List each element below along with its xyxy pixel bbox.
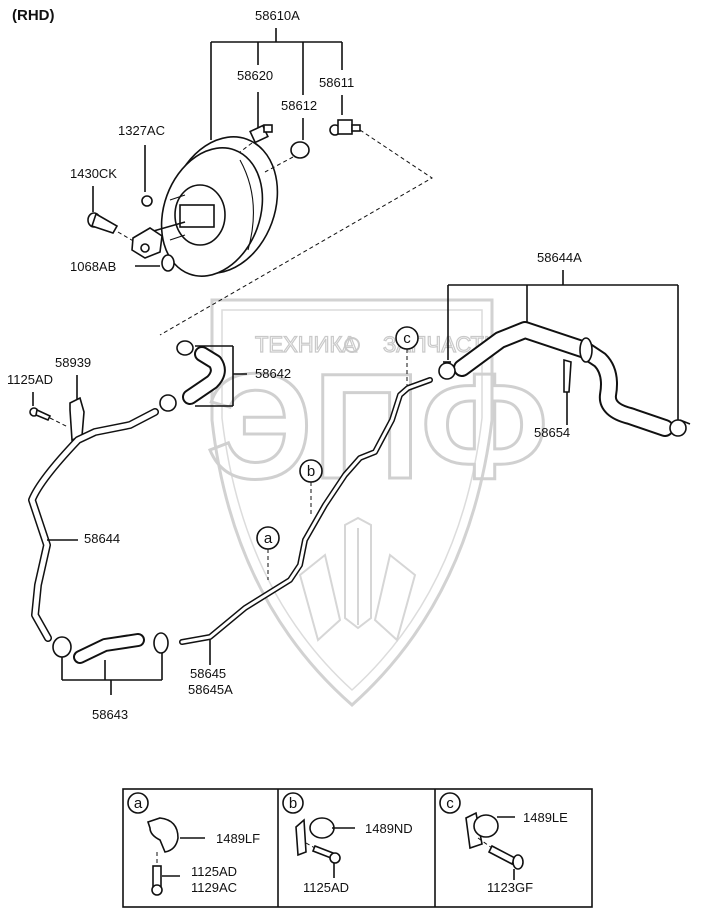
leader-58643 [61,653,163,695]
pipe-58645[interactable] [179,377,433,645]
clamp-58643-left[interactable] [52,636,72,658]
part-58620-valve[interactable] [249,124,273,144]
label-58644A[interactable]: 58644A [537,250,582,265]
svg-text:b: b [307,463,315,480]
svg-text:c: c [403,330,411,347]
label-58654[interactable]: 58654 [534,425,570,440]
clamp-58644A-right[interactable] [669,419,691,437]
clamp-58642-bottom[interactable] [159,394,177,412]
hose-58643[interactable] [73,633,145,664]
detail-panels [122,788,593,908]
watermark-text-left: ТЕХНИКА [255,332,357,357]
label-1068AB[interactable]: 1068AB [70,259,116,274]
callout-a[interactable]: a [256,526,280,580]
svg-text:1489LE: 1489LE [523,810,568,825]
label-58939[interactable]: 58939 [55,355,91,370]
hose-58644[interactable] [28,408,159,642]
watermark-big-text: ЭПФ [206,342,549,510]
label-58620[interactable]: 58620 [237,68,273,83]
leader-58644A [447,270,679,420]
svg-text:a: a [134,795,143,812]
bracket-1489ND [295,818,307,857]
callout-c[interactable]: c [395,326,419,385]
bolt-1125AD[interactable] [29,407,52,422]
label-58611[interactable]: 58611 [319,75,354,90]
hose-58642[interactable] [182,346,226,405]
svg-text:b: b [289,795,297,812]
label-58612[interactable]: 58612 [281,98,317,113]
clamp-58642-top[interactable] [176,340,194,356]
svg-text:a: a [264,530,273,547]
watermark-shield-inner [221,309,483,692]
label-1327AC[interactable]: 1327AC [118,123,165,138]
label-58643[interactable]: 58643 [92,707,128,722]
svg-text:1125AD: 1125AD [191,864,237,879]
bracket-1489LE [465,811,483,850]
callout-b[interactable]: b [299,459,323,517]
label-1430CK[interactable]: 1430CK [70,166,117,181]
leader-58610A [210,28,343,140]
svg-text:1129AC: 1129AC [191,880,237,895]
label-58610A[interactable]: 58610A [255,8,300,23]
label-58645[interactable]: 58645 [190,666,226,681]
label-58645A[interactable]: 58645A [188,682,233,697]
svg-text:1489LF: 1489LF [216,831,260,846]
watermark-shield [210,298,494,708]
leader-58642 [195,345,247,407]
part-58611-check-valve[interactable] [329,119,361,136]
diagram-title: (RHD) [12,7,55,24]
label-58644[interactable]: 58644 [84,531,120,546]
watermark: ТЕХНИКА ЗАПЧАСТИ ЭПФ [205,298,550,708]
svg-text:1489ND: 1489ND [365,821,413,836]
clamp-58643-right[interactable] [153,632,169,654]
part-58612-grommet[interactable] [290,141,310,159]
part-1327AC-nut[interactable] [141,195,153,207]
detail-panel-b[interactable]: b 1489ND 1125AD [282,792,413,895]
part-1430CK-pin[interactable] [87,212,119,234]
clamp-58644A-left[interactable] [438,361,456,380]
label-58642[interactable]: 58642 [255,366,291,381]
part-58654-tie[interactable] [563,358,572,393]
svg-text:1125AD: 1125AD [303,880,349,895]
detail-panel-a[interactable]: a 1489LF 1125AD 1129AC [127,792,260,896]
clevis[interactable] [131,227,163,259]
label-1125AD[interactable]: 1125AD [7,372,53,387]
part-1068AB-washer[interactable] [161,254,175,272]
bracket-58939[interactable] [69,396,85,442]
hose-58644A[interactable] [453,321,674,437]
svg-text:1123GF: 1123GF [487,880,533,895]
clamp-1489LF [146,817,179,853]
bolt-1123GF [487,844,517,866]
detail-panel-c[interactable]: c 1489LE 1123GF [439,792,568,895]
brake-booster[interactable] [144,121,295,290]
watermark-wheat [298,516,417,642]
svg-text:c: c [446,795,454,812]
dash-guide [159,129,433,336]
gear-icon [344,337,360,353]
